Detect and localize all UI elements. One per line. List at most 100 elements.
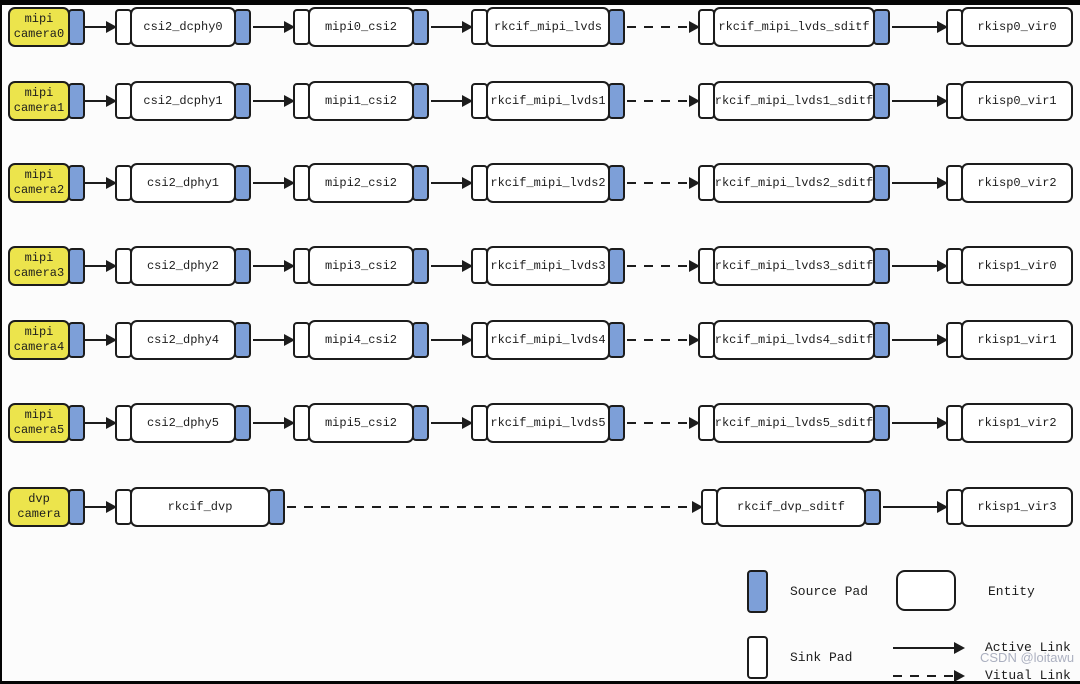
entity-node-csi: mipi0_csi2 (293, 7, 429, 47)
sink-pad-icon (698, 248, 715, 284)
active-link-arrow (892, 260, 948, 272)
active-link-arrow (85, 260, 117, 272)
entity-node-isp: rkisp0_vir1 (946, 81, 1073, 121)
entity-node-csi: mipi2_csi2 (293, 163, 429, 203)
pipeline-row-1: mipi camera1 csi2_dcphy1 mipi1_csi2 rkci… (0, 81, 1080, 121)
entity-label: mipi4_csi2 (308, 320, 414, 360)
entity-node-cif: rkcif_mipi_lvds4 (471, 320, 625, 360)
virtual-link-arrow (627, 417, 700, 429)
legend: Source Pad Entity Sink Pad Active Link V… (0, 560, 1080, 684)
source-pad-icon (412, 9, 429, 45)
legend-virtual-link-label: Vitual Link (985, 668, 1071, 683)
entity-node-isp: rkisp1_vir2 (946, 403, 1073, 443)
virtual-link-arrow (627, 177, 700, 189)
active-link-arrow (85, 501, 117, 513)
active-link-arrow (253, 177, 295, 189)
sink-pad-icon (293, 405, 310, 441)
sink-pad-icon (115, 405, 132, 441)
sink-pad-icon (698, 83, 715, 119)
camera-label: dvp camera (8, 487, 70, 527)
entity-node-csi: mipi5_csi2 (293, 403, 429, 443)
active-link-arrow-sample (893, 642, 965, 654)
entity-node-cif: rkcif_mipi_lvds3 (471, 246, 625, 286)
active-link-arrow (431, 417, 473, 429)
camera-label: mipi camera1 (8, 81, 70, 121)
entity-node-phy: csi2_dphy1 (115, 163, 251, 203)
camera-label: mipi camera0 (8, 7, 70, 47)
camera-label: mipi camera3 (8, 246, 70, 286)
active-link-arrow (892, 334, 948, 346)
entity-label: rkisp1_vir0 (961, 246, 1073, 286)
entity-label: rkisp1_vir3 (961, 487, 1073, 527)
sink-pad-icon (115, 83, 132, 119)
entity-label: mipi0_csi2 (308, 7, 414, 47)
sink-pad-icon (471, 83, 488, 119)
sink-pad-icon (946, 322, 963, 358)
source-pad-icon (864, 489, 881, 525)
pipeline-row-6: dvp camera rkcif_dvp rkcif_dvp_sditf rki… (0, 487, 1080, 527)
source-pad-icon (234, 405, 251, 441)
source-pad-icon (234, 248, 251, 284)
source-pad-icon (412, 405, 429, 441)
entity-node-sditf: rkcif_mipi_lvds1_sditf (698, 81, 890, 121)
source-pad-icon (68, 489, 85, 525)
sink-pad-icon (293, 83, 310, 119)
entity-node-phy: csi2_dphy5 (115, 403, 251, 443)
entity-label: csi2_dphy5 (130, 403, 236, 443)
sink-pad-icon (293, 9, 310, 45)
entity-node-csi: mipi3_csi2 (293, 246, 429, 286)
entity-node-isp: rkisp1_vir1 (946, 320, 1073, 360)
entity-node-phy: csi2_dphy2 (115, 246, 251, 286)
entity-label: rkisp0_vir0 (961, 7, 1073, 47)
source-pad-icon (873, 9, 890, 45)
entity-label: rkisp1_vir2 (961, 403, 1073, 443)
entity-node-cif: rkcif_mipi_lvds2 (471, 163, 625, 203)
entity-node-csi: mipi1_csi2 (293, 81, 429, 121)
source-pad-icon (608, 322, 625, 358)
entity-label: csi2_dcphy0 (130, 7, 236, 47)
source-pad-icon (412, 165, 429, 201)
sink-pad-icon (115, 248, 132, 284)
active-link-arrow (253, 95, 295, 107)
source-pad-icon (68, 165, 85, 201)
source-pad-icon (68, 83, 85, 119)
pipeline-row-2: mipi camera2 csi2_dphy1 mipi2_csi2 rkcif… (0, 163, 1080, 203)
entity-label: csi2_dphy2 (130, 246, 236, 286)
source-pad-icon (873, 83, 890, 119)
entity-label: rkcif_mipi_lvds2 (486, 163, 610, 203)
entity-label: rkcif_mipi_lvds (486, 7, 610, 47)
sink-pad-icon (115, 9, 132, 45)
sink-pad-swatch (747, 636, 768, 679)
camera-label: mipi camera4 (8, 320, 70, 360)
entity-label: csi2_dphy4 (130, 320, 236, 360)
entity-label: rkcif_mipi_lvds1 (486, 81, 610, 121)
sink-pad-icon (471, 322, 488, 358)
active-link-arrow (431, 21, 473, 33)
sink-pad-icon (698, 165, 715, 201)
active-link-arrow (253, 334, 295, 346)
entity-node-isp: rkisp0_vir2 (946, 163, 1073, 203)
virtual-link-arrow (627, 21, 700, 33)
sink-pad-icon (946, 489, 963, 525)
source-pad-icon (608, 248, 625, 284)
virtual-link-arrow (287, 501, 703, 513)
source-pad-icon (608, 405, 625, 441)
source-pad-icon (68, 248, 85, 284)
sink-pad-icon (115, 165, 132, 201)
source-pad-icon (234, 9, 251, 45)
camera-node: mipi camera4 (8, 320, 85, 360)
sink-pad-icon (115, 322, 132, 358)
sink-pad-icon (946, 248, 963, 284)
entity-label: rkisp0_vir2 (961, 163, 1073, 203)
active-link-arrow (883, 501, 948, 513)
source-pad-icon (873, 405, 890, 441)
camera-node: mipi camera2 (8, 163, 85, 203)
entity-label: rkcif_mipi_lvds4_sditf (713, 320, 875, 360)
active-link-arrow (431, 177, 473, 189)
camera-node: mipi camera1 (8, 81, 85, 121)
source-pad-icon (234, 322, 251, 358)
active-link-arrow (85, 177, 117, 189)
pipeline-row-5: mipi camera5 csi2_dphy5 mipi5_csi2 rkcif… (0, 403, 1080, 443)
entity-node-sditf: rkcif_mipi_lvds3_sditf (698, 246, 890, 286)
